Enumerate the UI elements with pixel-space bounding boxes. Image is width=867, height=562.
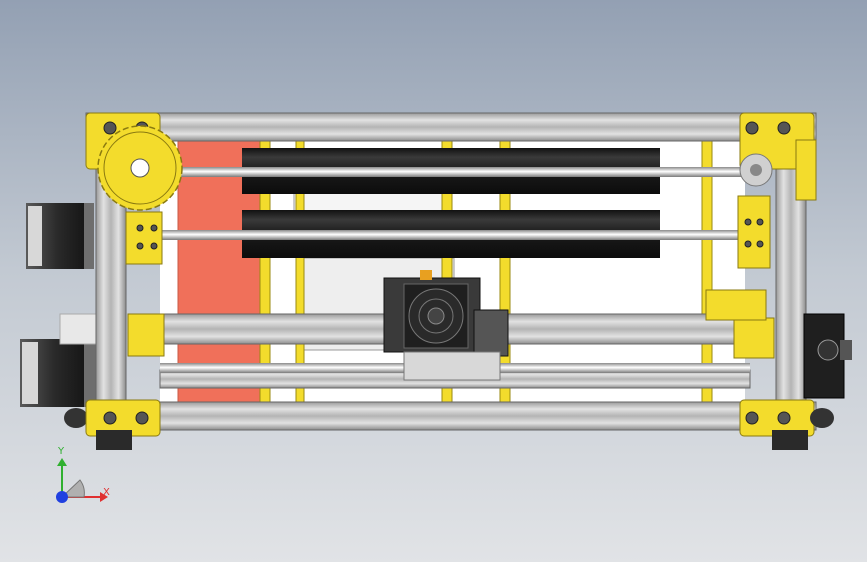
- print-head[interactable]: [383, 270, 509, 381]
- stepper-motor-upper[interactable]: [26, 203, 94, 269]
- x-axis-label: X: [103, 487, 110, 498]
- pulley-left: [64, 408, 88, 428]
- pulley-right: [810, 408, 834, 428]
- y-axis-arrowhead: [57, 458, 67, 466]
- stepper-motor-lower[interactable]: [20, 339, 96, 407]
- idler-pulley: [739, 153, 773, 187]
- z-axis-dot: [56, 491, 68, 503]
- spool-gear[interactable]: [97, 125, 183, 211]
- printer-feet: [96, 430, 808, 450]
- motor-mount-plate: [59, 313, 101, 345]
- triad-arc: [60, 479, 85, 498]
- x-axis-arrowhead: [100, 492, 108, 502]
- extruder-drive[interactable]: [803, 313, 852, 399]
- y-axis-label: Y: [58, 446, 65, 457]
- reference-triad: [56, 458, 108, 503]
